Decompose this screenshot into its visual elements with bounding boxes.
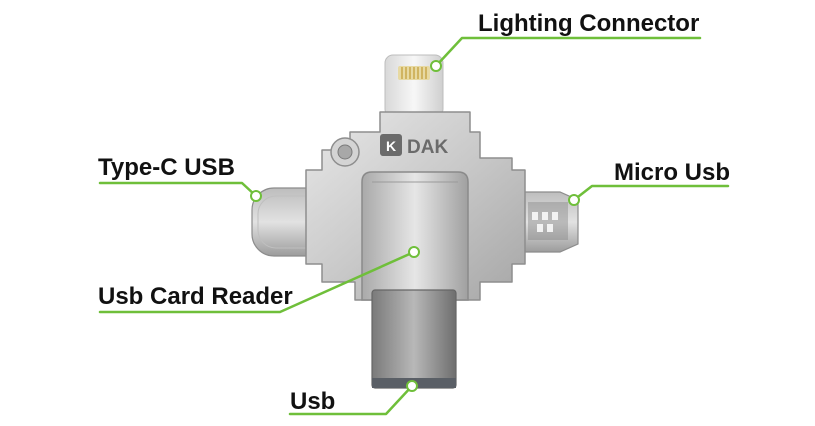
leader-lines [98,36,730,416]
dot-micro [568,194,580,206]
dak-logo: K DAK [380,134,448,158]
lightning-connector [384,54,444,118]
micro-usb-plug [511,191,579,253]
micro-usb-label: Micro Usb [614,159,731,186]
leader-micro [572,184,730,202]
leader-usb [288,384,414,416]
leader-type-c [98,181,258,198]
leader-dots [250,60,580,392]
usb-plug [371,289,457,389]
dot-reader [408,246,420,258]
svg-text:DAK: DAK [407,137,448,158]
card-reader-slider [361,171,469,301]
lighting-connector-label: Lighting Connector [478,10,700,37]
usb-card-reader-label: Usb Card Reader [98,283,293,310]
leader-lighting [434,36,702,68]
usb-label: Usb [290,388,336,415]
dot-usb [406,380,418,392]
svg-text:K: K [386,138,396,154]
dot-type-c [250,190,262,202]
leader-reader [98,250,416,314]
type-c-usb-label: Type-C USB [98,154,235,181]
dot-lighting [430,60,442,72]
